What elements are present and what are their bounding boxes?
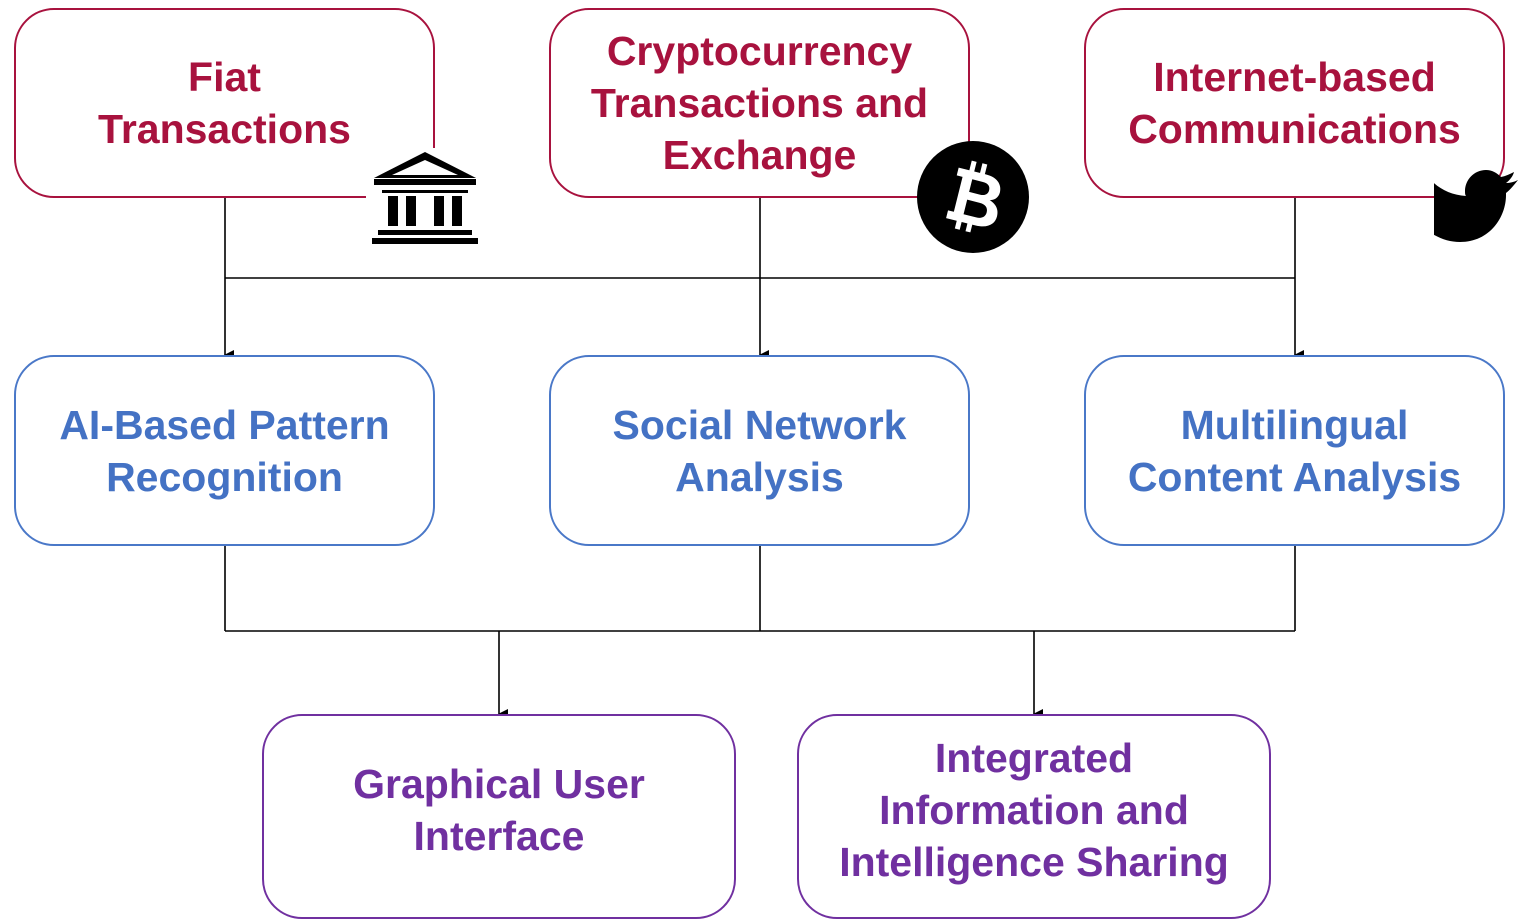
twitter-bird-icon xyxy=(1434,170,1518,242)
bitcoin-icon xyxy=(917,141,1029,253)
intelligence-sharing-box: Integrated Information and Intelligence … xyxy=(797,714,1271,919)
internet-communications-label: Internet-based Communications xyxy=(1128,54,1461,152)
internet-communications-box: Internet-based Communications xyxy=(1084,8,1505,198)
fiat-transactions-box: Fiat Transactions xyxy=(14,8,435,198)
graphical-user-interface-box: Graphical User Interface xyxy=(262,714,736,919)
ai-pattern-recognition-label: AI-Based Pattern Recognition xyxy=(59,401,390,500)
graphical-user-interface-label: Graphical User Interface xyxy=(353,760,645,859)
intelligence-sharing-label: Integrated Information and Intelligence … xyxy=(839,734,1229,885)
fiat-transactions-label: Fiat Transactions xyxy=(98,54,351,152)
ai-pattern-recognition-box: AI-Based Pattern Recognition xyxy=(14,355,435,546)
cryptocurrency-label: Cryptocurrency Transactions and Exchange xyxy=(590,28,929,178)
multilingual-content-analysis-label: Multilingual Content Analysis xyxy=(1127,401,1462,500)
bank-icon xyxy=(366,148,484,252)
cryptocurrency-box: Cryptocurrency Transactions and Exchange xyxy=(549,8,970,198)
multilingual-content-analysis-box: Multilingual Content Analysis xyxy=(1084,355,1505,546)
social-network-analysis-box: Social Network Analysis xyxy=(549,355,970,546)
social-network-analysis-label: Social Network Analysis xyxy=(612,401,907,500)
